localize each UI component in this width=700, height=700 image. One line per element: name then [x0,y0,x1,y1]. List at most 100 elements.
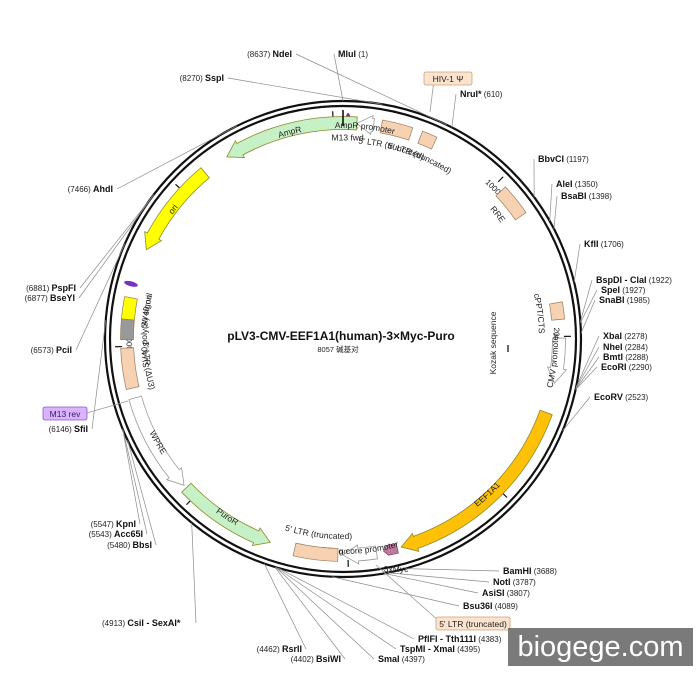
site-position: (2288) [623,353,649,362]
site-position: (1398) [587,192,613,201]
site-kfli: KflI (1706) [584,239,624,249]
site-label: PflFI - Tth111I (4383) [418,634,502,644]
site-position: (2284) [623,343,649,352]
site-leader [91,319,107,430]
site-label: (5547) KpnI [91,519,136,529]
site-label: AleI (1350) [556,179,598,189]
site-xbai: XbaI (2278) [603,331,648,341]
site-name: PflFI - Tth111I [418,634,476,644]
site-position: (4383) [476,635,502,644]
feature-label: cPPT/CTS [532,293,547,335]
site-bamhi: BamHI (3688) [503,566,557,576]
site-leader [580,299,596,334]
callout-m13-rev: M13 rev [42,400,129,421]
site-acc65i: (5543) Acc65I [89,529,143,539]
site-name: BseYI [50,293,75,303]
callout-5ltr-bottom-label: 5' LTR (truncated) [439,619,507,629]
kozak-sequence-label: Kozak sequence [488,311,498,374]
site-label: XbaI (2278) [603,331,648,341]
site-label: NheI (2284) [603,342,648,352]
site-leader [451,93,457,128]
site-bmti: BmtI (2288) [603,352,649,362]
callout-m13-rev-label: M13 rev [50,409,81,419]
site-label: (4913) CsiI - SexAI* [102,618,181,628]
site-leader [575,366,598,390]
site-leader-lines [75,53,600,660]
site-snabi: SnaBI (1985) [599,295,650,305]
site-nrui: NruI* (610) [460,89,503,99]
feature-5-ltr-truncated: 5' LTR (truncated) [387,130,453,176]
site-name: EcoRI [601,362,627,372]
site-position: (3787) [511,578,537,587]
site-position: (6877) [25,294,50,303]
site-position: (4913) [102,619,127,628]
watermark: biogege.com [508,628,693,666]
callout-hiv1-psi: HIV-1 Ψ [423,71,473,113]
callout-5ltr-bottom: 5' LTR (truncated) [375,564,511,631]
site-name: XbaI [603,331,622,341]
site-label: KflI (1706) [584,239,624,249]
site-mlui: MluI (1) [338,49,368,126]
site-nhei: NheI (2284) [603,342,648,352]
site-noti: NotI (3787) [493,577,536,587]
site-name: SspI [205,73,224,83]
site-name: BspDI - ClaI [596,275,647,285]
site-leader [278,567,415,640]
site-ndei: (8637) NdeI [247,49,292,59]
site-leader [122,428,141,525]
site-leader [331,576,460,607]
site-sspi: (8270) SspI [180,73,224,83]
site-leader [580,289,598,323]
site-name: Bsu36I [463,601,493,611]
site-leader [275,567,397,650]
site-position: (1) [356,50,368,59]
site-label: (6881) PspFI [26,283,76,293]
site-leader [549,183,553,222]
site-name: PspFI [51,283,76,293]
plasmid-size: 8057 碱基对 [317,344,359,354]
site-name: BamHI [503,566,532,576]
site-label: SnaBI (1985) [599,295,650,305]
site-name: KpnI [116,519,136,529]
site-name: BsaBI [561,191,587,201]
tick-label: 6000 [125,337,135,356]
site-leader [384,573,479,594]
site-label: SpeI (1927) [601,285,646,295]
site-name: AhdI [93,184,113,194]
site-ecorv: EcoRV (2523) [594,392,649,402]
site-position: (2278) [622,332,648,341]
site-position: (5480) [107,541,132,550]
site-name: RsrII [282,644,302,654]
site-name: BbsI [132,540,152,550]
site-leader [116,125,238,190]
restriction-sites: MluI (1) NruI* (610) BbvCI (1197) AleI (135… [25,49,673,664]
site-bbvci: BbvCI (1197) [538,154,589,164]
site-position: (7466) [68,185,93,194]
site-leader [122,429,148,535]
site-sfii: (6146) SfiI [49,424,88,434]
site-leader [263,563,307,650]
site-leader [573,243,581,283]
site-leader [127,440,157,546]
site-pcii: (6573) PciI [31,345,72,355]
site-position: (4397) [400,655,426,664]
site-label: (4402) BsiWI [291,654,341,664]
feature-label: CMV promoter [545,333,561,389]
site-asisi: AsiSI (3807) [482,588,530,598]
site-label: EcoRI (2290) [601,362,652,372]
site-name: SpeI [601,285,620,295]
site-position: (1927) [620,286,646,295]
site-position: (3688) [532,567,558,576]
site-bsu36i: Bsu36I (4089) [463,601,518,611]
site-label: NotI (3787) [493,577,536,587]
site-leader [333,53,344,102]
site-label: (6573) PciI [31,345,72,355]
site-rsrii: (4462) RsrII [257,644,302,654]
site-label: MluI (1) [338,49,368,59]
site-leader [575,335,600,388]
site-position: (5547) [91,520,116,529]
site-position: (1922) [647,276,673,285]
site-leader [553,195,558,229]
site-position: (4395) [455,645,481,654]
site-position: (6573) [31,346,56,355]
